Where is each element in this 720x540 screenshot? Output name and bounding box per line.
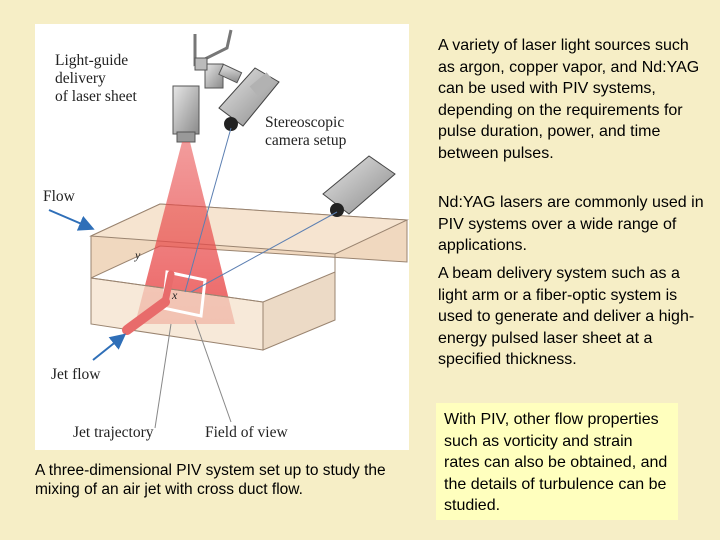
jet-trajectory-label: Jet trajectory — [73, 424, 154, 441]
camera-lower — [322, 155, 396, 217]
paragraph-ndyag: Nd:YAG lasers are commonly used in PIV s… — [438, 194, 704, 254]
flow-arrow — [48, 209, 95, 231]
light-guide-label: Light-guide delivery of laser sheet — [55, 52, 137, 105]
camera-upper — [218, 67, 280, 131]
jet-trajectory-pointer — [154, 323, 172, 429]
field-of-view-label: Field of view — [205, 424, 288, 441]
light-guide-arm — [172, 29, 243, 143]
axis-y-label: y — [135, 248, 141, 262]
field-of-view-pointer — [194, 319, 232, 423]
highlight-text: With PIV, other flow properties such as … — [444, 411, 668, 514]
piv-system-figure: Light-guide delivery of laser sheet Ster… — [35, 24, 409, 450]
flow-label: Flow — [43, 188, 75, 205]
paragraph-beam-delivery: A beam delivery system such as a light a… — [438, 265, 695, 368]
highlight-box: With PIV, other flow properties such as … — [436, 403, 678, 520]
stereoscopic-label: Stereoscopic camera setup — [265, 114, 347, 149]
duct — [89, 203, 409, 279]
laser-sheet — [135, 142, 235, 324]
paragraph-laser-sources: A variety of laser light sources such as… — [438, 37, 700, 162]
axis-x-label: x — [172, 288, 178, 302]
jet-flow-label: Jet flow — [51, 366, 101, 383]
duct-front — [90, 254, 336, 351]
jet-pipe — [122, 270, 175, 335]
piv-diagram — [48, 29, 409, 429]
figure-caption: A three-dimensional PIV system set up to… — [35, 462, 386, 498]
jet-flow-arrow — [92, 333, 127, 361]
